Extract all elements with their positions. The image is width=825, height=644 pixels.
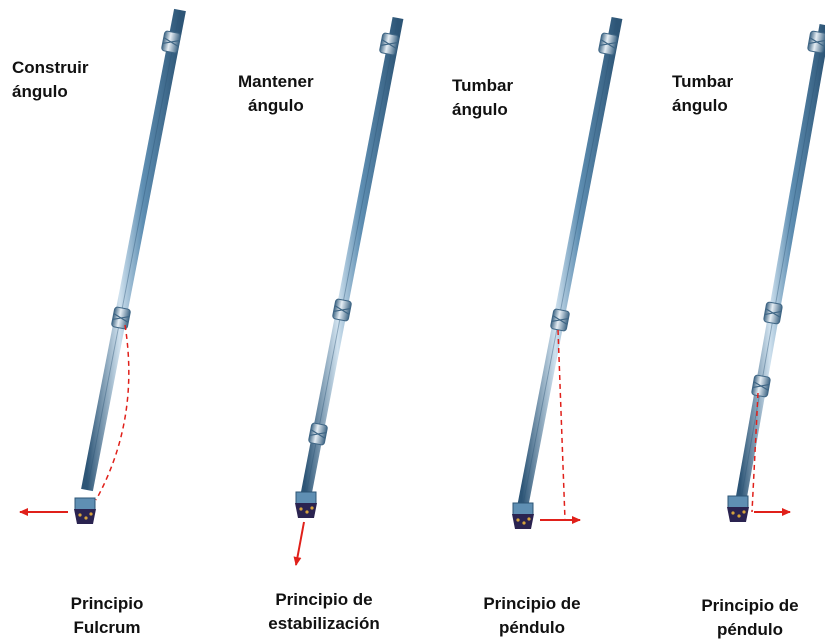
panel-3-title: Tumbar ángulo	[452, 74, 513, 122]
panel-2-title-line-1: Mantener	[238, 72, 314, 91]
panel-2-title-line-2: ángulo	[248, 96, 304, 115]
panel-1-title: Construir ángulo	[12, 56, 89, 104]
panel-2	[293, 16, 404, 566]
stabilizer-2b	[332, 298, 352, 322]
pipe-1	[81, 8, 186, 492]
panel-4-title-line-2: ángulo	[672, 96, 728, 115]
stabilizer-2c	[308, 422, 328, 446]
drill-bit-2	[295, 491, 317, 518]
panel-4-title: Tumbar ángulo	[672, 70, 733, 118]
stabilizer-4c	[751, 374, 771, 398]
panel-4-principle-line-1: Principio de	[701, 596, 799, 615]
deflection-line-3	[557, 329, 566, 521]
panel-3-principle: Principio de péndulo	[462, 592, 602, 640]
stabilizer-2a	[379, 32, 399, 56]
panel-3	[512, 16, 623, 529]
panel-3-principle-line-2: péndulo	[498, 618, 566, 637]
panel-1-title-line-2: ángulo	[12, 82, 68, 101]
panel-3-title-line-1: Tumbar	[452, 76, 514, 95]
panel-4-title-line-1: Tumbar	[672, 72, 734, 91]
panel-1-principle-line-2: Fulcrum	[73, 618, 141, 637]
force-arrow-2	[293, 521, 305, 566]
pipe-2	[299, 16, 404, 502]
stabilizer-1a	[161, 30, 181, 54]
panel-2-principle-line-2: estabilización	[268, 614, 380, 633]
panel-1-principle: Principio Fulcrum	[52, 592, 162, 640]
deflection-line-4	[751, 392, 759, 513]
panel-4-principle: Principio de péndulo	[680, 594, 820, 642]
drill-bit-1	[74, 497, 96, 524]
deflection-line-1	[95, 324, 130, 501]
drill-bit-4	[727, 495, 749, 522]
panel-4	[727, 24, 825, 522]
panel-4-principle-line-2: péndulo	[716, 620, 784, 639]
panel-3-principle-line-1: Principio de	[483, 594, 581, 613]
panel-1	[19, 8, 186, 524]
stabilizer-1b	[111, 306, 131, 330]
stabilizer-4b	[763, 301, 783, 325]
pipe-4	[734, 24, 825, 506]
stabilizer-3a	[598, 32, 618, 56]
panel-3-title-line-2: ángulo	[452, 100, 508, 119]
panel-2-title: Mantener ángulo	[238, 70, 314, 118]
pipe-3	[516, 16, 623, 512]
panel-1-principle-line-1: Principio	[70, 594, 144, 613]
stabilizer-3b	[550, 308, 570, 332]
drill-bit-3	[512, 502, 534, 529]
panel-2-principle: Principio de estabilización	[246, 588, 402, 636]
stabilizer-4a	[807, 30, 825, 54]
panel-2-principle-line-1: Principio de	[275, 590, 373, 609]
panel-1-title-line-1: Construir	[12, 58, 89, 77]
